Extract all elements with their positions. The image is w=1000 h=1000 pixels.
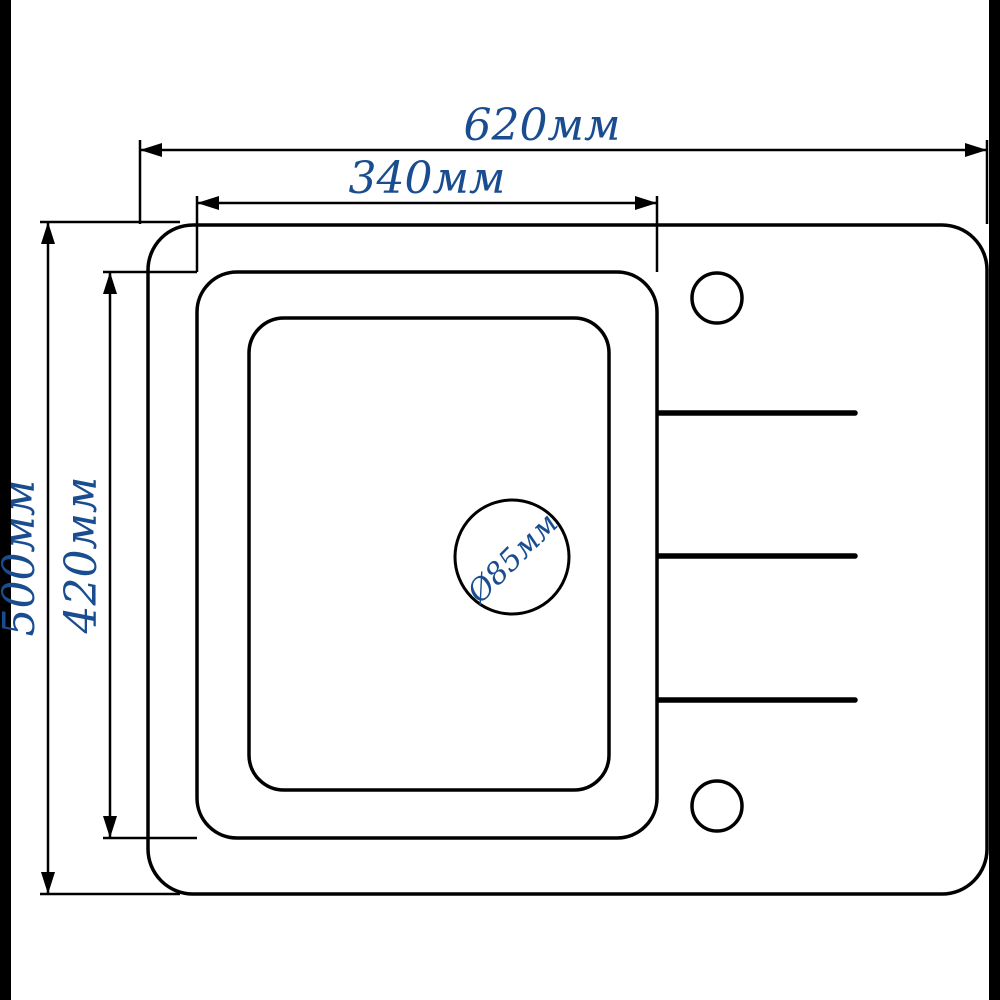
bowl-width-label: 340мм	[349, 153, 506, 204]
arrow-right	[635, 196, 657, 210]
arrow-bottom	[41, 872, 55, 894]
bowl-inner-outline	[247, 316, 611, 792]
drain-circle	[453, 498, 571, 616]
total-height-label: 500мм	[0, 480, 45, 637]
dimension-total-height: 500мм	[0, 220, 180, 896]
bowl-height-label: 420мм	[56, 477, 107, 635]
arrow-left	[197, 196, 219, 210]
drainer-grooves	[656, 410, 858, 703]
drain-diameter-label: Ø85мм	[460, 506, 565, 611]
arrow-right	[965, 143, 987, 157]
arrow-top	[41, 222, 55, 244]
total-width-label: 620мм	[464, 100, 621, 151]
dimension-total-width: 620мм	[138, 100, 989, 224]
sink-outer-outline	[146, 223, 989, 896]
sink-bowl	[195, 270, 659, 840]
letterbox-left-bar	[0, 0, 11, 1000]
bowl-outer-outline	[195, 270, 659, 840]
dimension-bowl-width: 340мм	[195, 153, 659, 272]
drain-hole: Ø85мм	[453, 498, 571, 616]
tap-hole-top	[690, 271, 744, 325]
letterbox-right-bar	[989, 0, 1000, 1000]
dimension-bowl-height: 420мм	[56, 270, 197, 840]
arrow-left	[140, 143, 162, 157]
arrow-top	[103, 272, 117, 294]
arrow-bottom	[103, 816, 117, 838]
tap-hole-bottom	[690, 779, 744, 833]
